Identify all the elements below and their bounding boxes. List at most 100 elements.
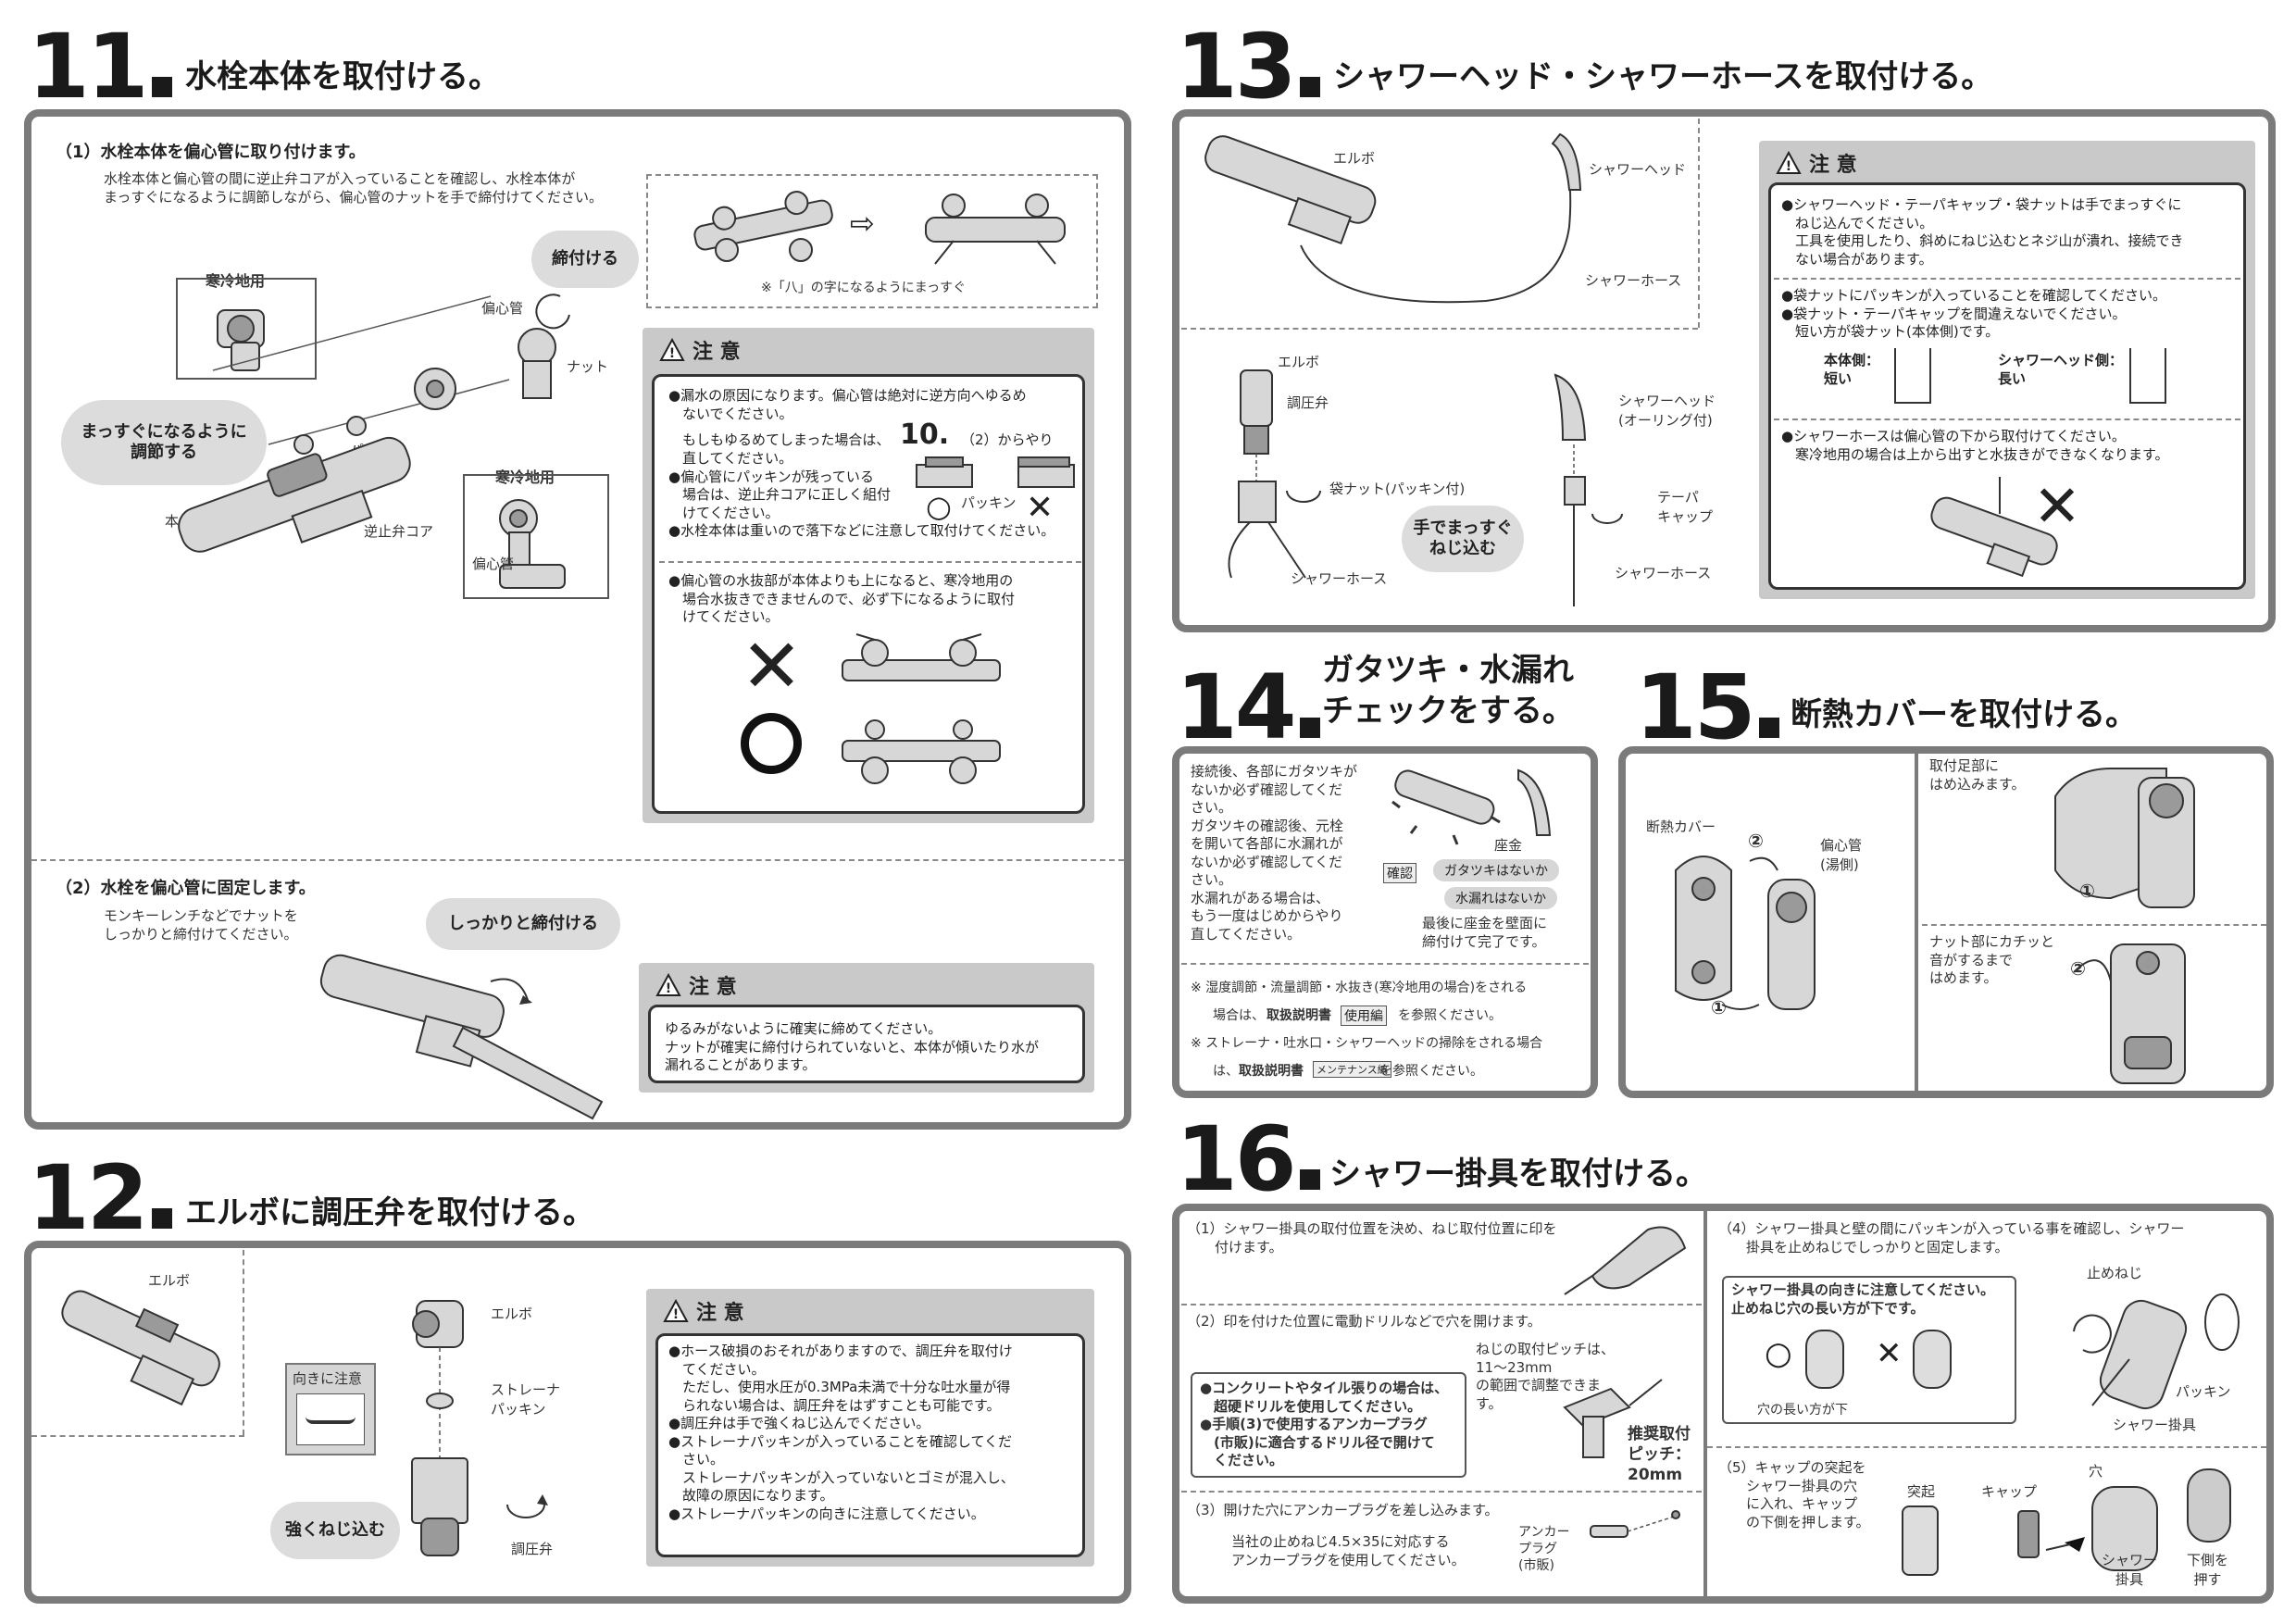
label-cap: キャップ <box>1981 1483 2038 1500</box>
label-long-side-down: 穴の長い方が下 <box>1757 1403 1848 1418</box>
s16-divider-1 <box>1181 1304 1702 1305</box>
section-14-panel <box>1172 746 1598 1098</box>
warning-triangle-icon: ! <box>655 973 681 996</box>
packing-ng-figure <box>1017 456 1075 488</box>
label-strainer-packing: ストレーナ パッキン <box>491 1381 561 1418</box>
warn13-text-b: ●袋ナットにパッキンが入っていることを確認してください。 ●袋ナット・テーパキャ… <box>1781 287 2166 340</box>
warning-triangle-icon: ! <box>659 338 685 361</box>
s14-note1a: ※ 湿度調節・流量調節・水抜き(寒冷地用の場合)をされる <box>1191 981 1528 995</box>
section-number-text: 12 <box>28 1146 149 1250</box>
section-12-number: 12 <box>28 1154 172 1243</box>
label-eccentric-pipe-1: 偏心管 <box>481 300 524 317</box>
cross-ng-icon: ✕ <box>2033 472 2081 540</box>
label-cap-nut: 袋ナット(パッキン付) <box>1329 481 1466 497</box>
drain-ng-figure <box>842 633 1001 681</box>
s16-step-1: （1）シャワー掛具の取付位置を決め、ねじ取付位置に印を 付けます。 <box>1187 1220 1557 1255</box>
label-shower-hose: シャワーホース <box>1585 272 1682 289</box>
s11-step2-text: モンキーレンチなどでナットを しっかりと締付けてください。 <box>104 907 298 943</box>
label-packing-16: パッキン <box>2176 1383 2231 1400</box>
label-shower-hose-2: シャワーホース <box>1291 570 1388 587</box>
taper-cap-figure <box>1554 373 1623 606</box>
s14-last-step: 最後に座金を壁面に 締付けて完了です。 <box>1422 915 1548 950</box>
orientation-note-box <box>1722 1276 2016 1424</box>
warning-title: ! 注 意 <box>655 970 737 1000</box>
s16-step-3-text: 当社の止めねじ4.5×35に対応する アンカープラグを使用してください。 <box>1231 1533 1466 1568</box>
warning-body <box>655 1333 1085 1557</box>
s15-right-num-1: ① <box>2079 880 2095 902</box>
warning-title-text: 注 意 <box>693 341 741 364</box>
s14-note2c: 取扱説明書 <box>1239 1064 1304 1079</box>
s15-step-2: ナット部にカチッと 音がするまで はめます。 <box>1929 933 2055 986</box>
hose-direction-figure <box>1930 477 2058 578</box>
s15-divider-v <box>1915 754 1918 1091</box>
section-number-text: 11 <box>28 15 149 119</box>
s16-step-4: （4）シャワー掛具と壁の間にパッキンが入っている事を確認し、シャワー 掛具を止め… <box>1718 1220 2185 1255</box>
pill-rattling: ガタツキはないか <box>1433 859 1559 881</box>
label-shower-hook: シャワー掛具 <box>2113 1417 2197 1433</box>
title-dot <box>1299 77 1320 97</box>
elbow-faucet-figure <box>61 1290 220 1406</box>
section-11-number: 11 <box>28 22 172 111</box>
s13-divider-v <box>1698 119 1700 328</box>
pressure-valve-exploded-figure <box>411 1300 468 1556</box>
s13-divider-h <box>1181 328 1698 330</box>
label-shower-head-oring: シャワーヘッド (オーリング付) <box>1618 393 1716 429</box>
warn13-text-c: ●シャワーホースは偏心管の下から取付けてください。 寒冷地用の場合は上から出すと… <box>1781 428 2169 463</box>
label-eccentric-pipe-2: 偏心管 <box>472 556 515 572</box>
packing-shape-icon <box>306 1417 356 1424</box>
s15-step-1: 取付足部に はめ込みます。 <box>1929 757 2026 793</box>
label-elbow-2: エルボ <box>491 1305 533 1322</box>
section-14-title: ガタツキ・水漏れ チェックをする。 <box>1322 652 1574 731</box>
cold-region-pipe-figure-2 <box>499 499 566 589</box>
s14-note2b: は、 <box>1213 1064 1239 1079</box>
s15-left-num-1: ① <box>1711 996 1727 1018</box>
s14-note1d: を参照ください。 <box>1398 1008 1502 1023</box>
faucet-install-illustration <box>178 294 570 553</box>
warn13-divider-2 <box>1774 418 2240 420</box>
label-pressure-valve: 調圧弁 <box>511 1541 554 1557</box>
title-dot <box>151 1208 172 1229</box>
warning-title: ! 注 意 <box>1776 148 1857 178</box>
s16-divider-3 <box>1707 1446 2266 1448</box>
warn13-body-side: 本体側： 短い <box>1824 352 1880 387</box>
label-cold-region-2: 寒冷地用 <box>495 468 555 486</box>
section-11-title: 水栓本体を取付ける。 <box>185 58 500 95</box>
warn1-ref-number: 10. <box>900 418 950 451</box>
label-set-screw: 止めねじ <box>2087 1265 2143 1281</box>
warning-body <box>648 1005 1085 1083</box>
s14-note2d: を参照ください。 <box>1379 1064 1483 1079</box>
cap-nut-figure <box>1228 369 1321 579</box>
svg-text:!: ! <box>666 981 671 996</box>
hachi-before-figure <box>693 191 833 262</box>
label-seat: 座金 <box>1494 837 1523 854</box>
label-shower-hook-2: シャワー 掛具 <box>2102 1552 2158 1588</box>
section-12-title: エルボに調圧弁を取付ける。 <box>185 1194 594 1231</box>
warning-triangle-icon: ! <box>663 1299 689 1322</box>
warn1-text-c: 直してください。 ●偏心管にパッキンが残っている 場合は、逆止弁コアに正しく組付… <box>668 450 1055 539</box>
label-insulation-cover: 断熱カバー <box>1646 818 1716 835</box>
circle-large-icon <box>741 713 802 774</box>
hachi-caption: ※「八」の字になるようにまっすぐ <box>761 281 967 295</box>
warn13-text-a: ●シャワーヘッド・テーパキャップ・袋ナットは手でまっすぐに ねじ込んでください。… <box>1781 196 2184 268</box>
warn1-text-d: ●偏心管の水抜部が本体よりも上になると、寒冷地用の 場合水抜きできませんので、必… <box>668 572 1015 625</box>
arrow-right-icon: ⇨ <box>850 206 875 241</box>
cover-step1-figure <box>2054 768 2195 908</box>
hook-install-figure <box>2073 1293 2240 1410</box>
warning-title-text: 注 意 <box>696 1302 744 1325</box>
warn2-text: ゆるみがないように確実に締めてください。 ナットが確実に締付けられていないと、本… <box>665 1020 1039 1073</box>
label-check-valve-core: 逆止弁コア <box>364 523 434 540</box>
orientation-label: 向きに注意 <box>293 1370 363 1387</box>
warn1-divider <box>659 561 1081 563</box>
bubble-straight: まっすぐになるように 調節する <box>67 406 261 480</box>
s12-inset-divider-v <box>243 1250 244 1435</box>
label-shower-hose-3: シャワーホース <box>1615 565 1712 581</box>
section-13-title: シャワーヘッド・シャワーホースを取付ける。 <box>1333 58 1993 95</box>
wrench-illustration <box>319 954 604 1120</box>
warn1-packing-label: パッキン <box>961 494 1017 511</box>
s11-step2-heading: （2）水栓を偏心管に固定します。 <box>56 879 316 898</box>
warning-box-12: ! 注 意 <box>646 1289 1094 1567</box>
warn13-head-side: シャワーヘッド側： 長い <box>1998 352 2124 387</box>
section-14-number: 14 <box>1176 663 1320 752</box>
title-dot <box>151 77 172 97</box>
label-elbow-2: エルボ <box>1278 354 1320 370</box>
